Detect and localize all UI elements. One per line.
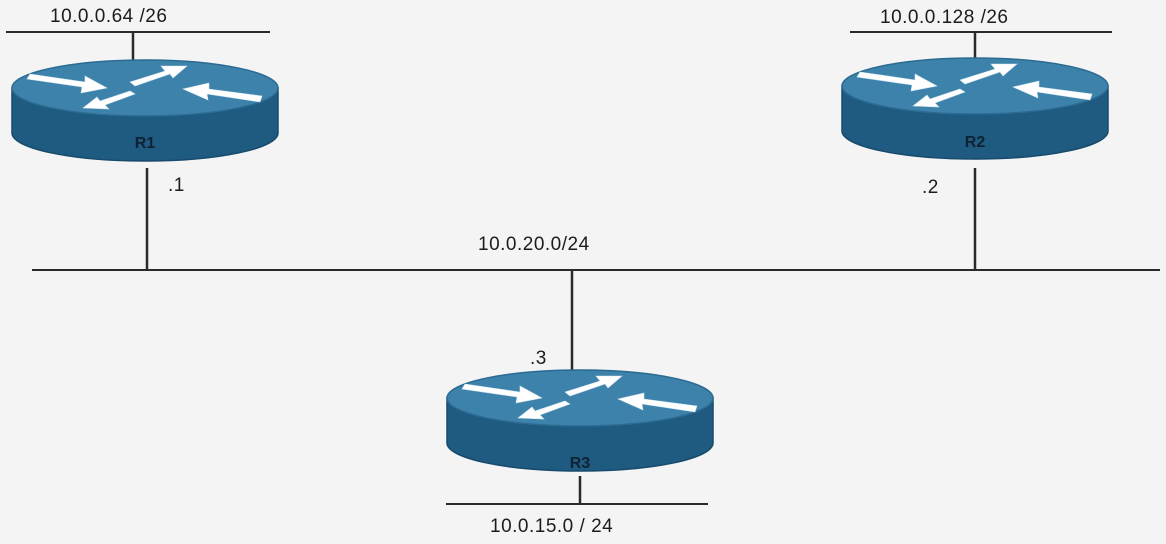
r3-lan-label: 10.0.15.0 / 24 [490, 516, 614, 537]
r1-lan-label: 10.0.0.64 /26 [50, 6, 168, 27]
r1-interface-label: .1 [168, 175, 185, 196]
r3-interface-label: .3 [530, 348, 547, 369]
router-r1[interactable]: R1 [11, 59, 279, 162]
shared-network-label: 10.0.20.0/24 [478, 234, 590, 255]
r2-interface-label: .2 [922, 177, 939, 198]
router-r3[interactable]: R3 [446, 369, 714, 472]
router-r3-label: R3 [570, 455, 591, 472]
router-r2-label: R2 [965, 134, 986, 151]
router-r1-label: R1 [135, 135, 156, 152]
router-r2[interactable]: R2 [841, 57, 1109, 160]
r2-lan-label: 10.0.0.128 /26 [880, 7, 1009, 28]
